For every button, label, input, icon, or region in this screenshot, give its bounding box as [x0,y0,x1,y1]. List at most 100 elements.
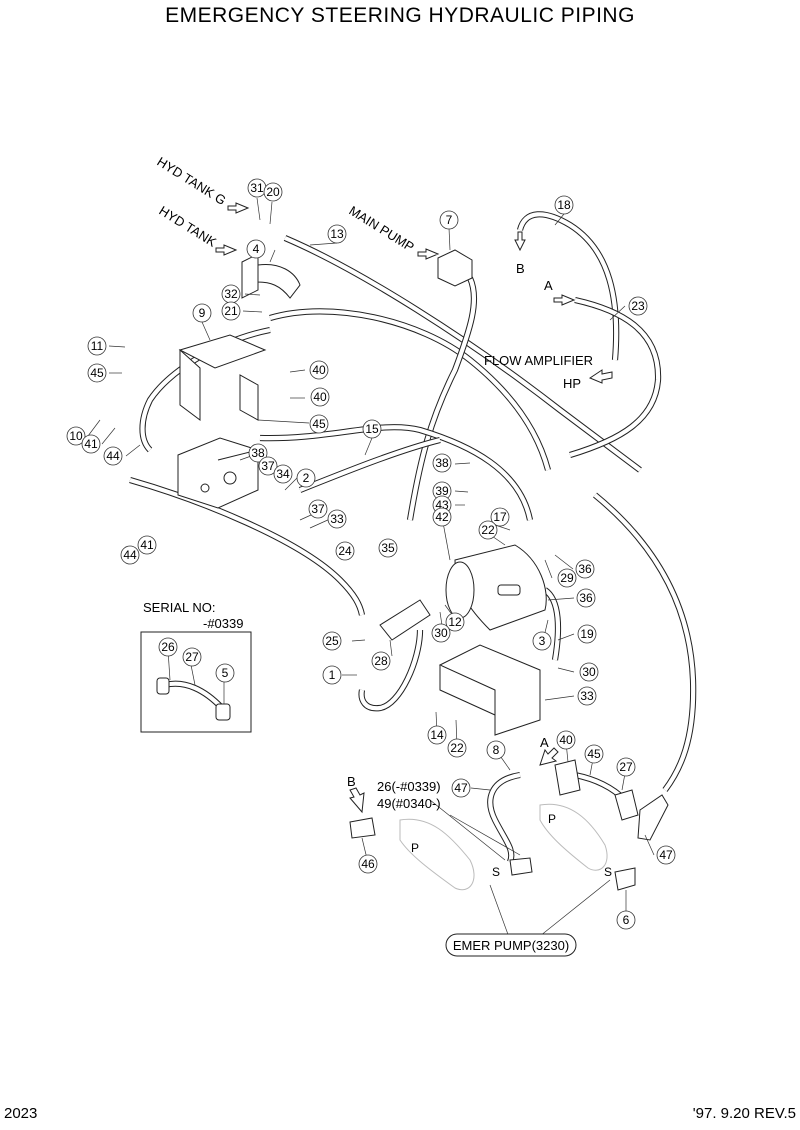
callout-number: 4 [253,242,260,256]
callout-circle [490,507,510,527]
label-hyd-tank-g: HYD TANK G [154,154,228,208]
callout-number: 31 [250,181,264,195]
callout-number: 38 [251,446,265,460]
callout-24: 24 [335,541,355,561]
callout-number: 12 [448,615,462,629]
label-port-a-top: A [544,278,553,293]
revision-date: '97. 9.20 REV.5 [693,1105,796,1122]
flow-arrows [215,202,613,814]
callout-circle [192,303,212,323]
callout-37: 37 [258,456,278,476]
callout-number: 13 [330,227,344,241]
callout-36: 36 [575,559,595,579]
callout-32: 32 [221,284,241,304]
callout-26: 26 [158,637,178,657]
callout-circle [432,507,452,527]
callout-circle [221,301,241,321]
callout-30: 30 [431,623,451,643]
callout-19: 19 [577,624,597,644]
callout-41: 41 [137,535,157,555]
callout-44: 44 [103,446,123,466]
callout-5: 5 [215,663,235,683]
arrow-b-bottom [349,787,365,814]
callout-circle [556,730,576,750]
label-hyd-tank: HYD TANK [156,203,219,250]
callout-circle [616,910,636,930]
callout-circle [577,686,597,706]
callout-18: 18 [554,195,574,215]
callout-circle [579,662,599,682]
callout-circle [103,446,123,466]
callout-number: 27 [185,650,199,664]
callout-number: 38 [435,456,449,470]
callout-circle [327,509,347,529]
callout-circle [273,464,293,484]
callout-number: 34 [276,467,290,481]
label-port-s-left: S [492,865,500,879]
callout-circle [309,414,329,434]
callout-12: 12 [445,612,465,632]
callout-circle [554,195,574,215]
arrow-hyd-tank-g [227,202,250,214]
callout-47: 47 [656,845,676,865]
callout-number: 47 [454,781,468,795]
label-port-p-left: P [411,841,419,855]
callout-number: 30 [434,626,448,640]
callout-14: 14 [427,725,447,745]
callout-number: 30 [582,665,596,679]
callout-number: 20 [266,185,280,199]
callout-number: 47 [659,848,673,862]
callout-number: 41 [84,437,98,451]
callout-circle [327,224,347,244]
callout-15: 15 [362,419,382,439]
callout-circle [451,778,471,798]
callout-38: 38 [432,453,452,473]
callout-circle [371,651,391,671]
callout-33: 33 [327,509,347,529]
callout-number: 40 [312,363,326,377]
callout-circle [322,665,342,685]
callout-number: 11 [91,339,104,353]
callout-number: 44 [106,449,120,463]
callout-circle [158,637,178,657]
callout-42: 42 [432,507,452,527]
callout-circle [584,744,604,764]
callout-circle [427,725,447,745]
label-port-b-bottom: B [347,774,356,789]
label-port-a-bottom: A [540,735,549,750]
callout-number: 40 [313,390,327,404]
callout-circle [628,296,648,316]
callout-circle [246,239,266,259]
callout-number: 36 [579,591,593,605]
callout-number: 1 [329,668,336,682]
callout-circle [215,663,235,683]
callout-1: 1 [322,665,342,685]
label-callout-26: 26(-#0339) [377,779,441,794]
callout-31: 31 [247,178,267,198]
callout-circle [296,468,316,488]
callout-number: 18 [557,198,571,212]
callout-13: 13 [327,224,347,244]
callout-circle [447,738,467,758]
arrow-a-top [553,294,576,306]
callout-37: 37 [308,499,328,519]
callout-number: 33 [330,512,344,526]
callout-number: 14 [430,728,444,742]
label-emer-pump: EMER PUMP(3230) [453,938,569,953]
callout-number: 21 [224,304,238,318]
callout-number: 37 [261,459,275,473]
callout-17: 17 [490,507,510,527]
callout-46: 46 [358,854,378,874]
label-serial-range: -#0339 [203,616,243,631]
callout-number: 26 [161,640,175,654]
callout-circle [576,588,596,608]
callout-circle [577,624,597,644]
callout-27: 27 [182,647,202,667]
callout-3: 3 [532,631,552,651]
callout-6: 6 [616,910,636,930]
callout-4: 4 [246,239,266,259]
callout-27: 27 [616,757,636,777]
callout-40: 40 [556,730,576,750]
callout-45: 45 [87,363,107,383]
callout-number: 37 [311,502,325,516]
